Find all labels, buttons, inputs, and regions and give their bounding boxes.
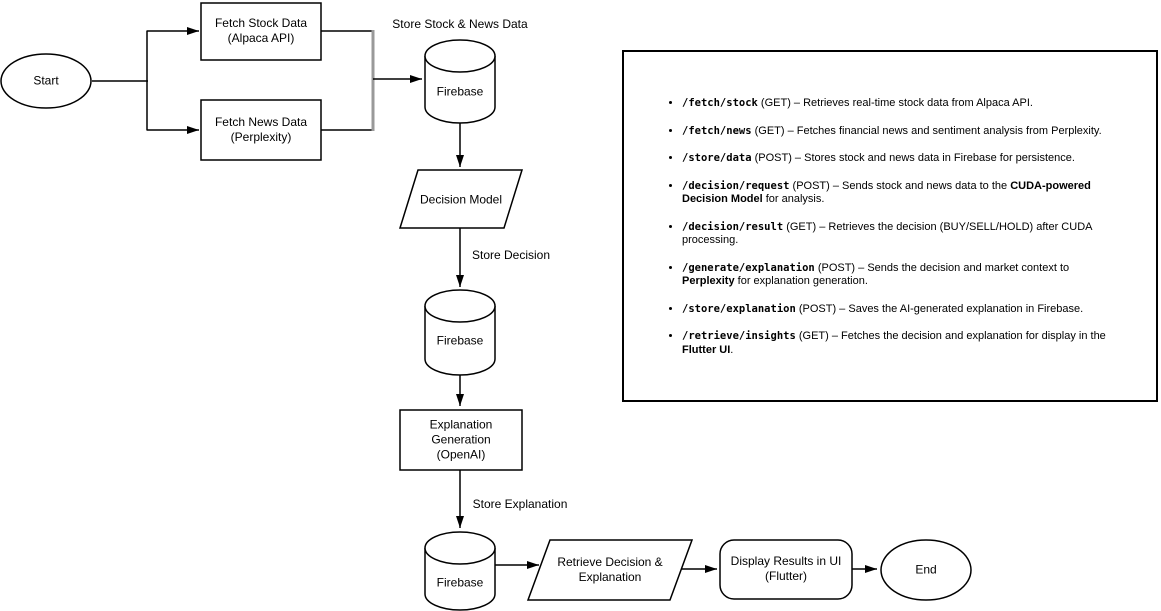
endpoint-text-segment: /fetch/stock [682,97,758,109]
endpoint-text-segment: for analysis. [762,193,825,205]
endpoint-text-segment: /decision/request [682,179,790,192]
firebase-store-cylinder [424,39,496,124]
api-endpoint-list: /fetch/stock (GET) – Retrieves real-time… [624,52,1156,357]
endpoint-text-segment: (GET) – Retrieves real-time stock data f… [757,97,1033,109]
firebase-explanation-cylinder [424,531,496,611]
endpoint-text-segment: Flutter UI [682,343,731,356]
firebase-decision-cylinder [424,289,496,376]
api-endpoint-item: /decision/result (GET) – Retrieves the d… [682,221,1116,248]
explanation-generation-box [399,409,523,471]
endpoint-text-segment: CUDA-powered Decision Model [682,179,1091,206]
endpoint-text-segment: (POST) – Sends stock and news data to th… [789,179,1011,192]
endpoint-text-segment: Perplexity [682,275,735,287]
end-label: End [915,562,937,577]
endpoint-text-segment: /decision/result [682,220,784,233]
fetch-stock-box [200,2,322,61]
fetch-news-label: Fetch News Data (Perplexity) [214,115,308,144]
display-results-label: Display Results in UI (Flutter) [730,554,842,583]
endpoint-text-segment: (POST) – Saves the AI-generated explanat… [795,302,1084,315]
endpoint-text-segment: (GET) – Fetches financial news and senti… [751,124,1102,137]
firebase-explanation-label: Firebase [436,575,484,590]
endpoint-text-segment: . [730,343,734,356]
start-ellipse [0,53,92,109]
firebase-store-label: Firebase [436,84,484,99]
retrieve-parallelogram [526,539,694,601]
endpoint-text-segment: /retrieve/insights [682,330,796,342]
start-label: Start [33,73,59,88]
end-ellipse [880,539,972,601]
endpoint-text-segment: /fetch/news [682,124,752,137]
endpoint-text-segment: for explanation generation. [734,275,868,287]
fetch-stock-label: Fetch Stock Data (Alpaca API) [214,16,308,45]
store-explanation-edge-label: Store Explanation [470,497,570,511]
api-endpoint-item: /generate/explanation (POST) – Sends the… [682,262,1116,289]
endpoint-text-segment: /store/explanation [682,302,796,315]
explanation-generation-label: Explanation Generation (OpenAI) [429,417,493,462]
firebase-decision-label: Firebase [436,333,484,348]
endpoint-text-segment: (GET) – Fetches the decision and explana… [795,330,1106,342]
endpoint-text-segment: (GET) – Retrieves the decision (BUY/SELL… [682,220,1092,247]
api-endpoint-item: /retrieve/insights (GET) – Fetches the d… [682,330,1116,357]
store-decision-edge-label: Store Decision [469,248,553,262]
display-results-box [719,539,853,600]
edges [92,27,877,573]
fetch-news-box [200,99,322,161]
api-endpoint-item: /fetch/stock (GET) – Retrieves real-time… [682,97,1116,111]
api-endpoints-panel: /fetch/stock (GET) – Retrieves real-time… [622,50,1158,402]
endpoint-text-segment: (POST) – Stores stock and news data in F… [751,152,1075,164]
api-endpoint-item: /store/data (POST) – Stores stock and ne… [682,152,1116,166]
api-endpoint-item: /fetch/news (GET) – Fetches financial ne… [682,125,1116,139]
endpoint-text-segment: /store/data [682,152,752,164]
api-endpoint-item: /decision/request (POST) – Sends stock a… [682,180,1116,207]
decision-model-parallelogram [398,169,524,229]
retrieve-label: Retrieve Decision & Explanation [557,555,663,584]
store-stock-news-edge-label: Store Stock & News Data [390,17,530,31]
endpoint-text-segment: /generate/explanation [682,261,815,274]
api-endpoint-item: /store/explanation (POST) – Saves the AI… [682,303,1116,317]
endpoint-text-segment: (POST) – Sends the decision and market c… [814,261,1070,274]
decision-model-label: Decision Model [419,192,503,207]
